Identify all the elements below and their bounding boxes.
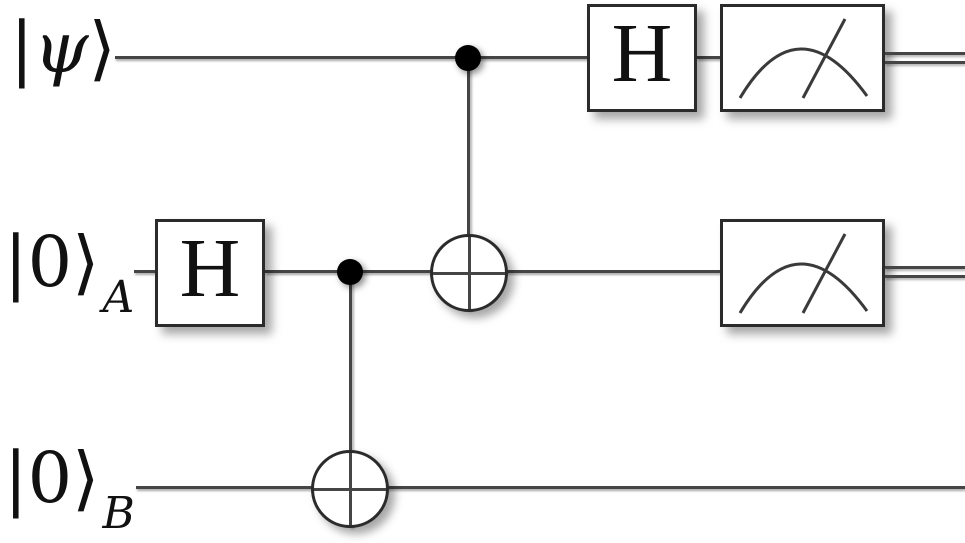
measurement-gate-wire-a xyxy=(720,219,885,327)
hadamard-gate-wire-a: H xyxy=(155,219,265,327)
ket-rangle: ⟩ xyxy=(72,221,100,303)
meter-icon xyxy=(738,233,869,314)
control-dot-a xyxy=(337,259,363,285)
classical-wire-line xyxy=(885,52,965,55)
classical-wire-psi xyxy=(885,52,965,64)
ket-zero-symbol: 0 xyxy=(27,221,73,303)
hadamard-gate-wire-psi: H xyxy=(587,4,697,112)
wire-psi-segment-1 xyxy=(115,56,587,59)
cnot-cross-vertical xyxy=(348,453,352,525)
wire-a-segment-1 xyxy=(134,270,156,273)
classical-wire-line xyxy=(885,61,965,64)
cnot-cross-vertical xyxy=(467,237,471,309)
ket-bar: | xyxy=(4,221,28,303)
hadamard-label: H xyxy=(179,222,241,315)
wire-psi-segment-2 xyxy=(697,56,722,59)
ket-bar: | xyxy=(4,437,28,519)
wire-b xyxy=(136,486,965,489)
ket-psi-symbol: ψ xyxy=(33,7,89,89)
classical-wire-line xyxy=(885,266,965,269)
classical-wire-a xyxy=(885,266,965,278)
classical-wire-line xyxy=(885,275,965,278)
cnot-target-wire-a xyxy=(430,234,508,312)
cnot-target-wire-b xyxy=(311,450,389,528)
meter-icon xyxy=(738,18,869,99)
subscript-a: A xyxy=(102,272,135,323)
ket-rangle: ⟩ xyxy=(72,437,100,519)
ket-bar: | xyxy=(10,7,34,89)
ket-rangle: ⟩ xyxy=(88,7,116,89)
ket-zero-symbol: 0 xyxy=(27,437,73,519)
control-connector-a-to-b xyxy=(349,272,352,528)
hadamard-label: H xyxy=(611,7,673,100)
ket-psi-label: |ψ⟩ xyxy=(10,2,116,94)
control-dot-psi xyxy=(455,45,481,71)
subscript-b: B xyxy=(102,488,135,539)
control-connector-psi-to-a xyxy=(467,58,470,311)
ket-zero-a-label: |0⟩A xyxy=(4,216,134,344)
ket-zero-b-label: |0⟩B xyxy=(4,432,135,543)
measurement-gate-wire-psi xyxy=(720,4,885,112)
